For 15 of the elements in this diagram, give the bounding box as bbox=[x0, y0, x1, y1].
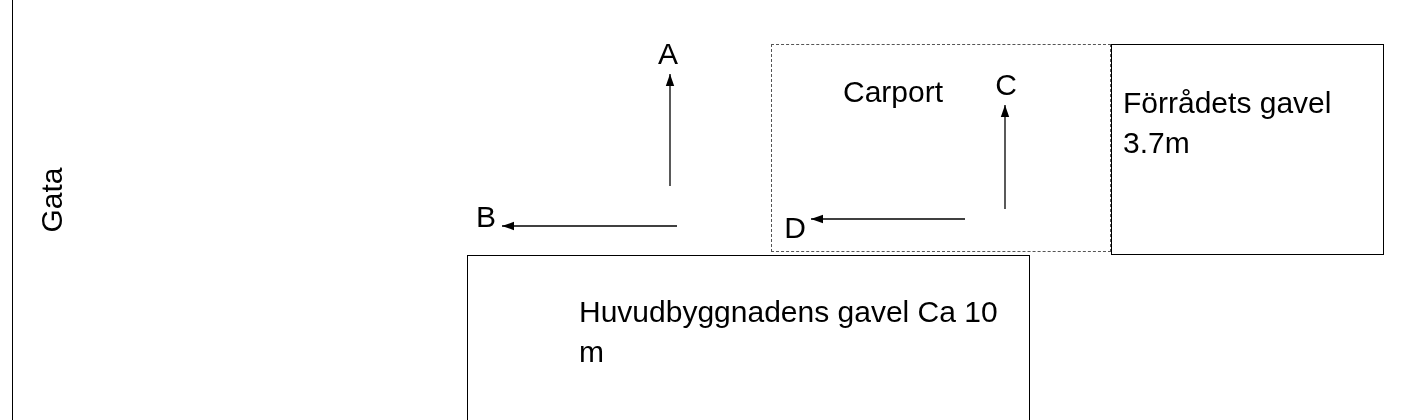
direction-letter: C bbox=[994, 67, 1018, 103]
direction-arrow bbox=[501, 221, 678, 231]
area-label: Carport bbox=[843, 74, 944, 110]
street-label: Gata bbox=[34, 167, 69, 233]
direction-arrow bbox=[665, 73, 675, 187]
direction-letter: D bbox=[783, 210, 807, 246]
building-label: Förrådets gavel 3.7m bbox=[1123, 85, 1333, 161]
direction-letter: A bbox=[657, 36, 679, 72]
building-outline bbox=[467, 255, 1030, 420]
direction-arrow bbox=[1000, 104, 1010, 210]
building-outline bbox=[1111, 44, 1384, 255]
building-label: Huvudbyggnadens gavel Ca 10 m bbox=[579, 294, 999, 370]
direction-letter: B bbox=[475, 199, 497, 235]
direction-arrow bbox=[810, 214, 966, 224]
carport-outline bbox=[771, 44, 1111, 252]
